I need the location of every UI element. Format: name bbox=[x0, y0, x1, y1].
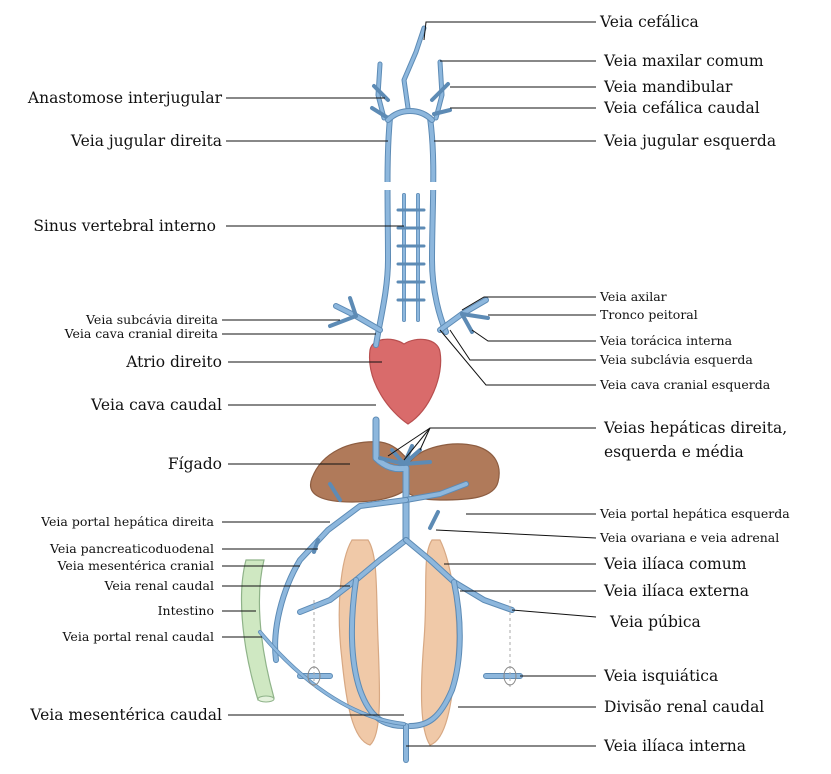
label-portal-hepatica-esquerda: Veia portal hepática esquerda bbox=[599, 506, 790, 521]
intestine-end bbox=[258, 696, 274, 702]
label-portal-renal-caudal: Veia portal renal caudal bbox=[62, 629, 214, 644]
label-hepaticas-2: esquerda e média bbox=[604, 443, 744, 461]
label-anastomose: Anastomose interjugular bbox=[27, 89, 223, 107]
label-tronco-peitoral: Tronco peitoral bbox=[600, 307, 698, 322]
label-toracica-interna: Veia torácica interna bbox=[599, 333, 733, 348]
label-pancreaticoduodenal: Veia pancreaticoduodenal bbox=[49, 541, 214, 556]
label-figado: Fígado bbox=[168, 455, 222, 473]
label-mesenterica-cranial: Veia mesentérica cranial bbox=[56, 558, 214, 573]
label-isquiatica: Veia isquiática bbox=[603, 667, 718, 685]
label-mesenterica-caudal: Veia mesentérica caudal bbox=[29, 706, 222, 724]
sinus-vertebral-ladder bbox=[398, 195, 424, 320]
label-cava-caudal: Veia cava caudal bbox=[90, 396, 222, 414]
label-jugular-esquerda: Veia jugular esquerda bbox=[603, 132, 776, 150]
label-intestino: Intestino bbox=[158, 603, 214, 618]
label-subclavia-direita: Veia subcávia direita bbox=[85, 312, 218, 327]
label-iliaca-comum: Veia ilíaca comum bbox=[603, 555, 747, 573]
label-iliaca-interna: Veia ilíaca interna bbox=[603, 737, 746, 755]
label-cava-cranial-esquerda: Veia cava cranial esquerda bbox=[599, 377, 771, 392]
label-iliaca-externa: Veia ilíaca externa bbox=[603, 582, 749, 600]
label-maxilar-comum: Veia maxilar comum bbox=[603, 52, 764, 70]
label-renal-caudal: Veia renal caudal bbox=[103, 578, 214, 593]
label-ovariana-adrenal: Veia ovariana e veia adrenal bbox=[599, 530, 779, 545]
label-sinus: Sinus vertebral interno bbox=[33, 217, 216, 235]
label-pubica: Veia púbica bbox=[609, 613, 701, 631]
label-atrio-direito: Atrio direito bbox=[125, 353, 222, 371]
label-jugular-direita: Veia jugular direita bbox=[70, 132, 222, 150]
label-divisao-renal: Divisão renal caudal bbox=[604, 698, 764, 716]
intestine-shape bbox=[242, 560, 274, 700]
label-subclavia-esquerda: Veia subclávia esquerda bbox=[599, 352, 753, 367]
label-portal-hepatica-direita: Veia portal hepática direita bbox=[40, 514, 214, 529]
label-axilar: Veia axilar bbox=[599, 289, 667, 304]
heart-shape bbox=[370, 339, 441, 424]
label-mandibular: Veia mandibular bbox=[603, 78, 733, 96]
label-cefalica: Veia cefálica bbox=[599, 13, 699, 31]
label-cava-cranial-direita: Veia cava cranial direita bbox=[64, 326, 219, 341]
label-cefalica-caudal: Veia cefálica caudal bbox=[603, 99, 760, 117]
label-hepaticas-1: Veias hepáticas direita, bbox=[603, 419, 787, 437]
